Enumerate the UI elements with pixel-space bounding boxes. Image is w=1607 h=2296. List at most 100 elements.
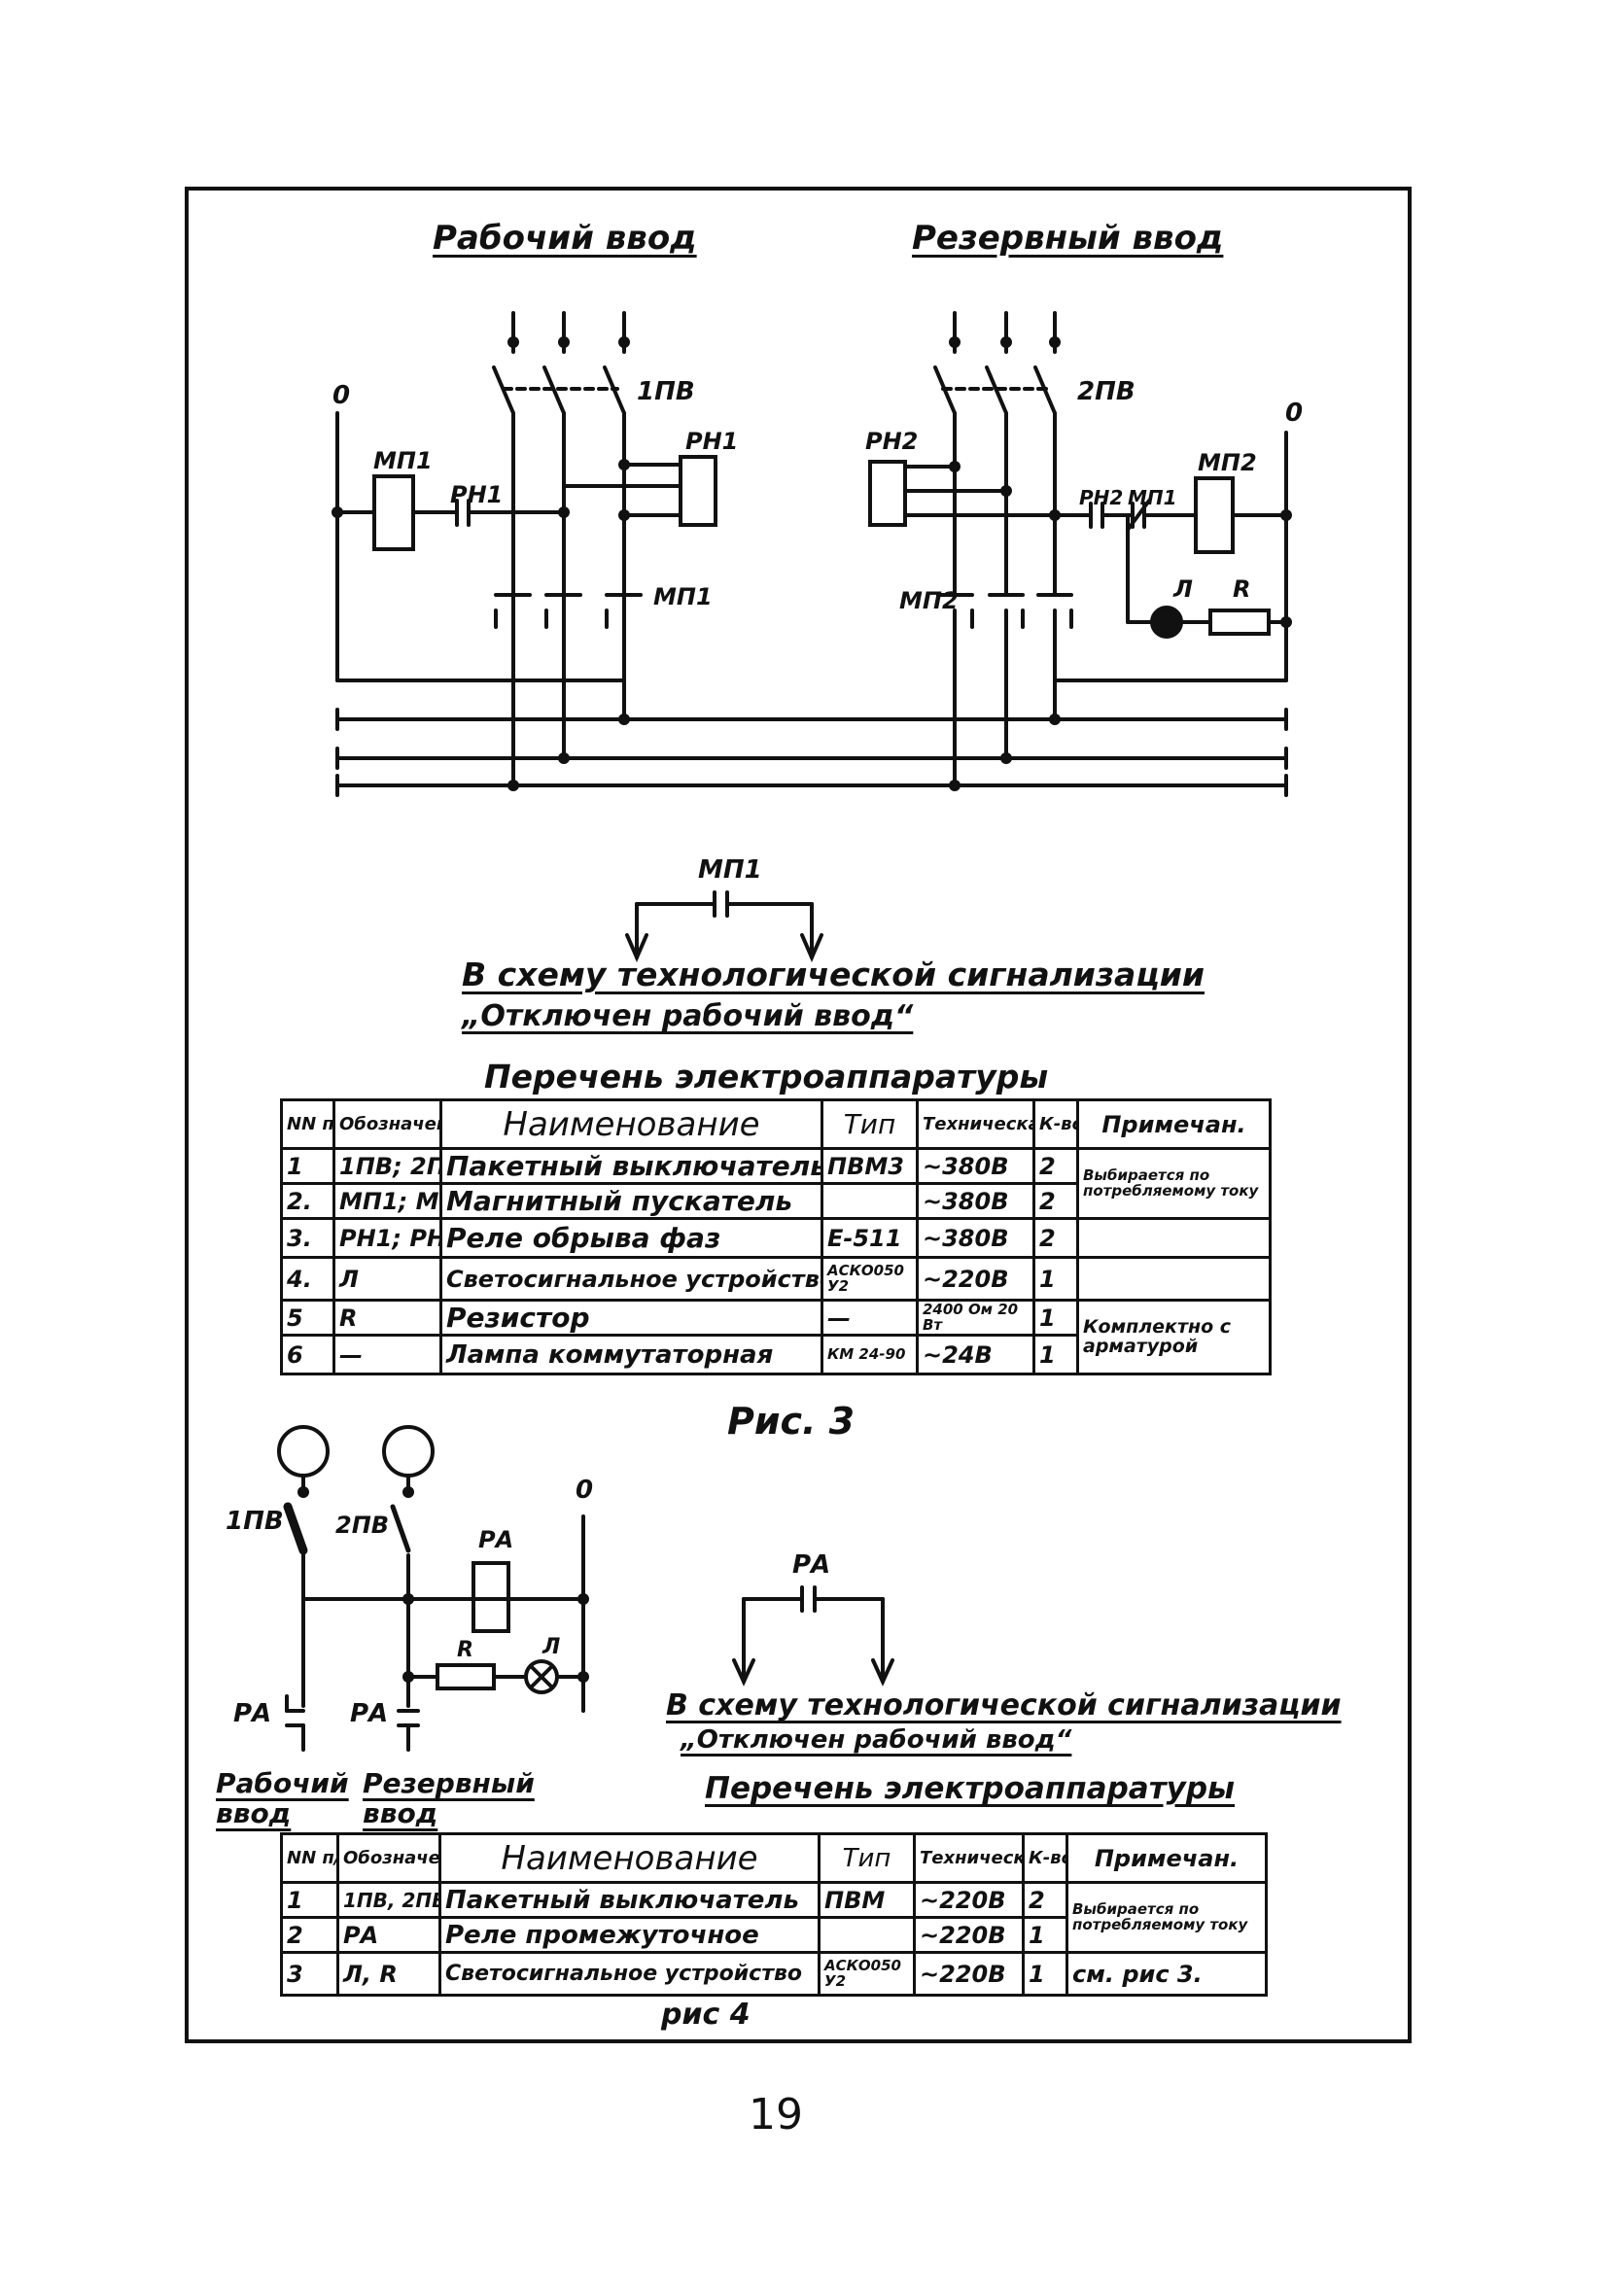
cell-designation: R <box>332 1299 442 1337</box>
cell-spec: ~380В <box>916 1182 1035 1220</box>
cell-type: АСКО050 У2 <box>818 1951 916 1997</box>
fig4-ra-right-label: РА <box>350 1699 389 1728</box>
fig4-lamp-label: Л <box>542 1635 561 1659</box>
fig3-resistor-label: R <box>1233 575 1251 603</box>
cell-note-empty <box>1076 1217 1272 1259</box>
table-row: 2. МП1; МП2 Магнитный пускатель ~380В 2 <box>280 1182 1271 1220</box>
header-spec: Техническая характеристика <box>916 1098 1035 1150</box>
fig4-switch1-label: 1ПВ <box>226 1507 284 1536</box>
header-qty: К-во <box>1032 1098 1079 1150</box>
fig3-zero-left: 0 <box>332 381 351 410</box>
cell-qty: 2 <box>1032 1217 1079 1259</box>
fig4-signal-contact <box>732 1585 894 1687</box>
cell-designation: МП1; МП2 <box>332 1182 442 1220</box>
table-header-row: NN п/п Обозначение по схеме Наименование… <box>280 1832 1268 1884</box>
cell-qty: 1 <box>1032 1256 1079 1302</box>
fig3-signal-line2: „Отключен рабочий ввод“ <box>462 999 914 1033</box>
table-row: 3. РН1; РН2 Реле обрыва фаз Е-511 ~380В … <box>280 1217 1272 1259</box>
fig3-signal-contact <box>625 890 823 963</box>
header-name: Наименование <box>439 1098 823 1150</box>
cell-note-a: Выбирается по потребляемому току <box>1076 1147 1272 1220</box>
cell-num: 1 <box>280 1147 335 1185</box>
page-number: 19 <box>749 2090 803 2139</box>
fig3-mp1-coil-label: МП1 <box>373 447 433 474</box>
fig4-ra-left-label: РА <box>233 1699 272 1728</box>
cell-note-b: Комплектно с арматурой <box>1076 1299 1272 1375</box>
fig3-rn1-contact-label: РН1 <box>450 481 504 508</box>
fig4-switch2-label: 2ПВ <box>335 1512 390 1539</box>
fig3-switch2-label: 2ПВ <box>1077 377 1135 406</box>
fig4-resistor-label: R <box>457 1638 473 1662</box>
cell-num: 2. <box>280 1182 335 1220</box>
cell-qty: 1 <box>1022 1916 1068 1954</box>
header-type: Тип <box>821 1098 919 1150</box>
fig3-zero-right: 0 <box>1285 399 1304 428</box>
table-row: 1 1ПВ; 2ПВ Пакетный выключатель ПВМ3 ~38… <box>280 1147 1272 1220</box>
table-row: 3 Л, R Светосигнальное устройство АСКО05… <box>280 1951 1268 1997</box>
cell-type: Е-511 <box>821 1217 919 1259</box>
cell-name: Светосигнальное устройство <box>439 1256 823 1302</box>
table-header-row: NN п/п Обозначение по схеме Наименование… <box>280 1098 1272 1150</box>
cell-type: АСКО050 У2 <box>821 1256 919 1302</box>
cell-spec: 2400 Ом 20 Вт <box>916 1299 1035 1337</box>
cell-type: КМ 24-90 <box>821 1334 919 1375</box>
cell-qty: 1 <box>1022 1951 1068 1997</box>
fig3-rn1-relay-label: РН1 <box>685 428 739 455</box>
cell-qty: 2 <box>1022 1881 1068 1919</box>
cell-name: Пакетный выключатель <box>438 1881 821 1919</box>
cell-note-a: Выбирается по потребляемому току <box>1066 1881 1268 1954</box>
cell-note: см. рис 3. <box>1066 1951 1268 1997</box>
cell-spec: ~24В <box>916 1334 1035 1375</box>
fig3-mp1-nc-label: МП1 <box>1128 486 1177 509</box>
fig3-title-reserve: Резервный ввод <box>912 219 1224 258</box>
cell-qty: 1 <box>1032 1299 1079 1337</box>
header-designation: Обозначение по схеме <box>332 1098 442 1150</box>
cell-designation: РН1; РН2 <box>332 1217 442 1259</box>
header-designation: Обозначение по схеме <box>336 1832 441 1884</box>
fig3-working-circuit <box>335 311 717 787</box>
cell-num: 1 <box>280 1881 339 1919</box>
cell-spec: ~220В <box>913 1951 1025 1997</box>
fig3-signal-line1: В схему технологической сигнализации <box>462 956 1205 993</box>
header-spec: Техническая характеристика <box>913 1832 1025 1884</box>
cell-name: Магнитный пускатель <box>439 1182 823 1220</box>
fig4-signal-contact-label: РА <box>792 1550 831 1580</box>
fig4-ra-coil-label: РА <box>478 1526 514 1553</box>
fig3-mp2-coil-label: МП2 <box>1198 449 1257 476</box>
fig3-rn2-relay-label: РН2 <box>865 428 919 455</box>
cell-spec: ~380В <box>916 1147 1035 1185</box>
cell-name: Реле промежуточное <box>438 1916 821 1954</box>
fig4-signal-line2: „Отключен рабочий ввод“ <box>681 1725 1072 1755</box>
cell-designation: 1ПВ, 2ПВ <box>336 1881 441 1919</box>
cell-type <box>821 1182 919 1220</box>
fig4-caption: рис 4 <box>661 1998 751 2032</box>
cell-num: 4. <box>280 1256 335 1302</box>
fig3-rn2-contact-label: РН2 <box>1079 486 1124 509</box>
cell-name: Резистор <box>439 1299 823 1337</box>
fig4-working-label: Рабочий ввод <box>216 1767 349 1829</box>
cell-num: 6 <box>280 1334 335 1375</box>
cell-spec: ~220В <box>913 1881 1025 1919</box>
fig3-mp2-main-label: МП2 <box>899 587 959 614</box>
header-type: Тип <box>818 1832 916 1884</box>
cell-designation: Л <box>332 1256 442 1302</box>
table-row: 2 РА Реле промежуточное ~220В 1 <box>280 1916 1267 1954</box>
cell-name: Пакетный выключатель <box>439 1147 823 1185</box>
table-row: 5 R Резистор — 2400 Ом 20 Вт 1 Комплектн… <box>280 1299 1272 1375</box>
cell-name: Реле обрыва фаз <box>439 1217 823 1259</box>
cell-qty: 1 <box>1032 1334 1079 1375</box>
fig4-zero-label: 0 <box>576 1476 594 1505</box>
fig3-list-title: Перечень электроаппаратуры <box>484 1058 1049 1096</box>
cell-designation: 1ПВ; 2ПВ <box>332 1147 442 1185</box>
cell-spec: ~380В <box>916 1217 1035 1259</box>
fig4-reserve-label: Резервный ввод <box>363 1767 535 1829</box>
fig4-circuit <box>277 1425 585 1752</box>
fig3-lamp-label: Л <box>1173 575 1193 603</box>
fig3-title-working: Рабочий ввод <box>433 219 697 258</box>
fig3-switch1-label: 1ПВ <box>637 377 695 406</box>
cell-name: Светосигнальное устройство <box>438 1951 821 1997</box>
cell-qty: 2 <box>1032 1147 1079 1185</box>
cell-designation: Л, R <box>336 1951 441 1997</box>
header-num: NN п/п <box>280 1098 335 1150</box>
